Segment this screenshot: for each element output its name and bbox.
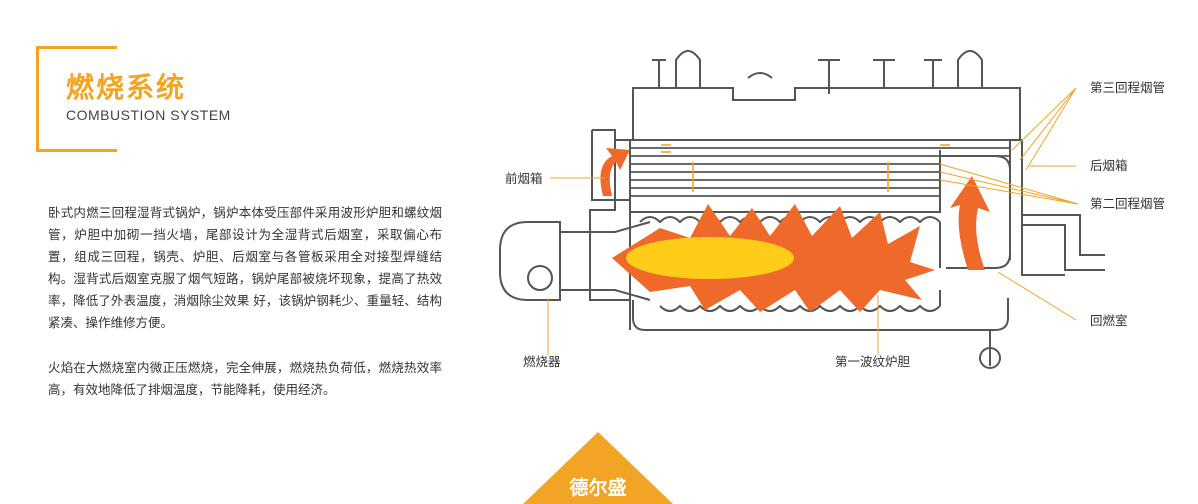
top-fitting [747, 72, 773, 79]
page-title: 燃烧系统 [66, 66, 191, 106]
label-third-pass-tube: 第三回程烟管 [1090, 80, 1165, 95]
page-subtitle: COMBUSTION SYSTEM [62, 107, 235, 123]
flame-core [626, 237, 794, 279]
flow-arrow-rear [950, 176, 990, 270]
rear-smoke-box [1009, 140, 1023, 260]
leader-reversal-chamber [997, 271, 1077, 321]
label-burner: 燃烧器 [523, 354, 561, 369]
top-fitting [873, 59, 895, 88]
corrugated-furnace-bottom [659, 304, 941, 312]
label-reversal-chamber: 回燃室 [1090, 313, 1128, 328]
label-first-pass-furnace: 第一波纹炉胆 [835, 354, 910, 369]
brand-triangle [523, 432, 673, 504]
label-second-pass-tube: 第二回程烟管 [1090, 196, 1165, 211]
burner-throat [590, 221, 651, 301]
front-smoke-box-shell [591, 129, 630, 201]
leader-second-pass [939, 163, 1079, 205]
brand-badge: 德尔盛 [523, 432, 673, 504]
title-frame [36, 46, 117, 152]
rear-tube-plate [630, 150, 941, 213]
label-rear-smoke-box: 后烟箱 [1090, 158, 1128, 173]
upper-housing [632, 87, 1021, 140]
reversal-chamber [940, 155, 1011, 269]
lifting-lug [957, 50, 983, 88]
lifting-lug [675, 50, 701, 88]
flow-arrow-front [600, 148, 630, 196]
brand-name: 德尔盛 [569, 476, 626, 499]
description-paragraph-2: 火焰在大燃烧室内微正压燃烧，完全伸展，燃烧热负荷低，燃烧热效率高，有效地降低了排… [48, 360, 442, 397]
description-paragraph-1: 卧式内燃三回程湿背式锅炉，锅炉本体受压部件采用波形炉胆和螺纹烟管，炉胆中加砌一挡… [48, 205, 442, 330]
leader-third-pass [1011, 87, 1077, 171]
burner-housing [499, 221, 561, 301]
lower-shell [632, 298, 1009, 331]
burner-fan [527, 265, 553, 291]
exhaust-pipe [1021, 214, 1105, 276]
label-front-smoke-box: 前烟箱 [505, 171, 543, 186]
tube-flow-marks [661, 144, 950, 192]
top-fitting [924, 59, 942, 88]
boiler-diagram: 前烟箱 燃烧器 第三回程烟管 后烟箱 第二回程烟管 回燃室 第一波纹炉胆 [499, 50, 1165, 369]
top-fitting [652, 59, 666, 88]
